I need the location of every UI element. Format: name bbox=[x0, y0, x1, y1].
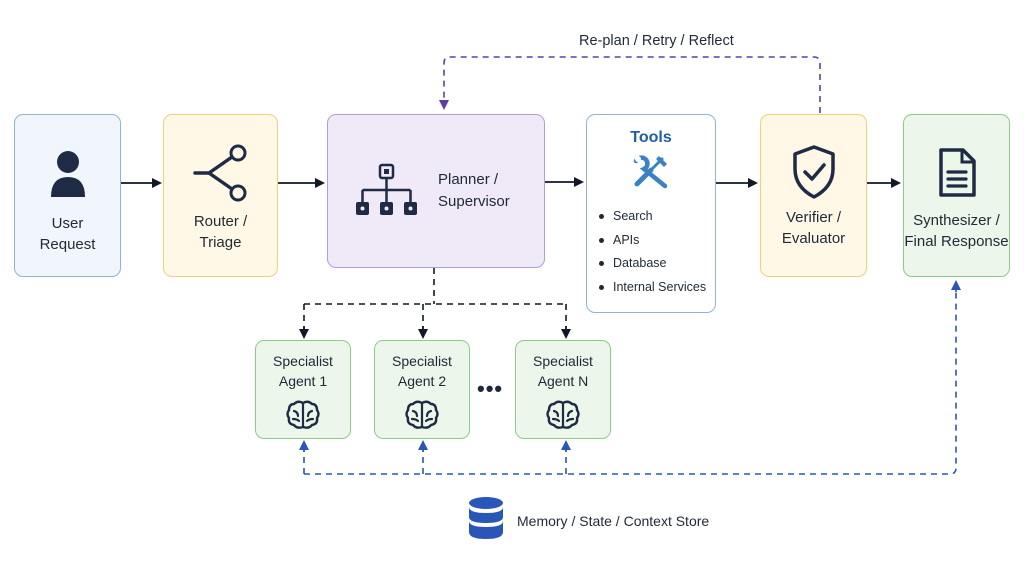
document-icon bbox=[938, 148, 976, 197]
tools-title: Tools bbox=[630, 129, 672, 146]
router-label: Router / Triage bbox=[193, 213, 248, 251]
agent-label: Specialist Agent N bbox=[533, 353, 593, 389]
database-icon bbox=[469, 497, 503, 539]
more-agents-ellipsis: ••• bbox=[477, 376, 504, 401]
synthesizer-node[interactable]: Synthesizer / Final Response bbox=[903, 114, 1010, 277]
verifier-label: Verifier / Evaluator bbox=[781, 209, 846, 247]
synthesizer-label: Synthesizer / Final Response bbox=[904, 212, 1009, 250]
specialist-agent-2-node[interactable]: Specialist Agent 2 bbox=[374, 340, 470, 439]
hierarchy-icon bbox=[356, 163, 417, 215]
tool-item: APIs bbox=[599, 229, 706, 253]
tools-list: Search APIs Database Internal Services bbox=[587, 205, 706, 299]
specialist-agent-n-node[interactable]: Specialist Agent N bbox=[515, 340, 611, 439]
branch-icon bbox=[192, 144, 246, 202]
brain-icon bbox=[286, 400, 320, 429]
brain-icon bbox=[405, 400, 439, 429]
router-node[interactable]: Router / Triage bbox=[163, 114, 278, 277]
shield-check-icon bbox=[792, 145, 835, 199]
tool-item: Internal Services bbox=[599, 276, 706, 300]
verifier-node[interactable]: Verifier / Evaluator bbox=[760, 114, 867, 277]
specialist-agent-1-node[interactable]: Specialist Agent 1 bbox=[255, 340, 351, 439]
planner-label: Planner / Supervisor bbox=[438, 171, 510, 210]
agent-label: Specialist Agent 2 bbox=[392, 353, 452, 389]
memory-store-label: Memory / State / Context Store bbox=[517, 513, 710, 529]
agent-label: Specialist Agent 1 bbox=[273, 353, 333, 389]
user-request-node[interactable]: User Request bbox=[14, 114, 121, 277]
user-icon bbox=[50, 151, 85, 197]
wrench-screwdriver-icon bbox=[633, 155, 668, 189]
memory-bus-connector bbox=[303, 286, 957, 475]
replan-loop-arrow bbox=[439, 56, 821, 113]
replan-loop-label: Re-plan / Retry / Reflect bbox=[579, 33, 734, 49]
user-request-label: User Request bbox=[39, 215, 96, 253]
tools-node[interactable]: Tools Search APIs Database Internal Serv… bbox=[586, 114, 716, 313]
planner-to-agents-connector bbox=[303, 268, 567, 334]
tool-item: Database bbox=[599, 252, 706, 276]
tool-item: Search bbox=[599, 205, 706, 229]
brain-icon bbox=[546, 400, 580, 429]
planner-node[interactable]: Planner / Supervisor bbox=[327, 114, 545, 268]
